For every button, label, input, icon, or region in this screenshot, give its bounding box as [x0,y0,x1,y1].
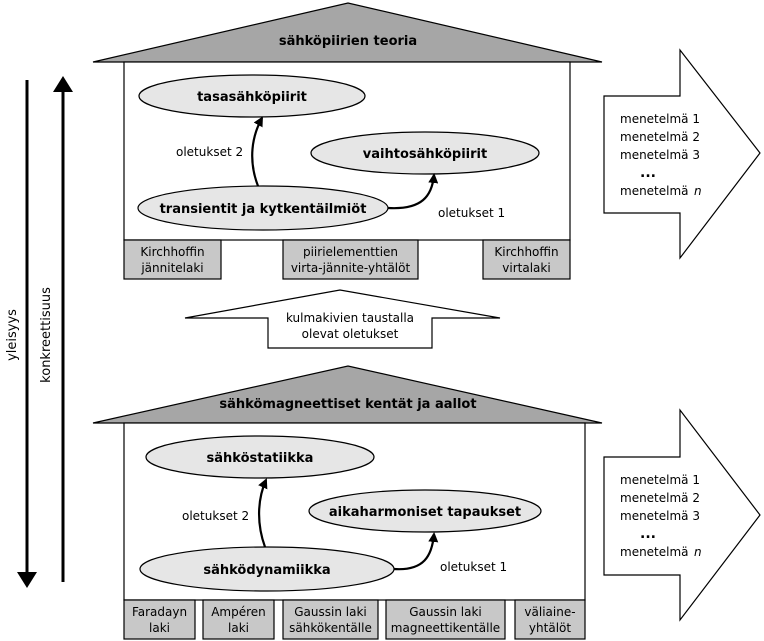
ellipse-tasasahkopiirit [138,74,366,118]
concreteness-arrow-head [53,76,73,92]
top-method-n-var: n [694,184,702,198]
bottom-pillar-4 [385,599,506,640]
top-pillar-2-line-1: piirielementtien [303,245,398,259]
ellipse-label-transientit: transientit ja kytkentäilmiöt [160,202,367,217]
bottom-methods-arrow: menetelmä 1 menetelmä 2 menetelmä 3 ... … [603,408,761,622]
axis-generality: yleisyys [5,80,37,588]
top-pillar-1 [123,239,222,280]
bottom-method-n-var: n [694,545,702,559]
top-methods-arrow-shape [603,48,761,260]
bottom-pillar-2-line-2: laki [228,621,249,635]
bottom-method-3: menetelmä 3 [620,509,700,523]
bottom-method-1: menetelmä 1 [620,473,700,487]
ellipse-label-tasasahkopiirit: tasasähköpiirit [197,90,307,105]
bottom-pillar-4-line-2: magneettikentälle [391,621,500,635]
axis-concreteness: konkreettisuus [39,76,73,582]
middle-up-arrow: kulmakivien taustalla olevat oletukset [184,289,501,349]
ellipse-vaihtosahkopiirit [310,131,540,175]
bottom-pillar-1-line-2: laki [149,621,170,635]
top-pillar-3 [482,239,571,280]
top-pillar-1-line-1: Kirchhoffin [140,245,204,259]
top-method-1: menetelmä 1 [620,112,700,126]
bottom-pillar-5 [514,599,586,640]
bottom-pillar-5-line-1: väliaine- [524,605,575,619]
top-assumption-2-label: oletukset 2 [176,145,243,159]
bottom-pillar-5-line-2: yhtälöt [529,621,571,635]
bottom-pillar-2 [202,599,275,640]
top-pillar-1-line-2: jännitelaki [140,261,203,275]
bottom-methods-arrow-shape [603,408,761,622]
top-method-2: menetelmä 2 [620,130,700,144]
ellipse-label-sahkodynamiikka: sähködynamiikka [203,563,330,578]
bottom-pillar-3-line-2: sähkökentälle [289,621,372,635]
bottom-pillar-4-line-1: Gaussin laki [409,605,482,619]
bottom-assumption-1-arrow [393,532,439,571]
bottom-roof [92,365,603,424]
bottom-assumption-1-label: oletukset 1 [440,560,507,574]
bottom-roof-title: sähkömagneettiset kentät ja aallot [219,397,476,412]
middle-arrow-line-1: kulmakivien taustalla [286,311,414,325]
generality-arrow-head [17,572,37,588]
ellipse-sahkostatiikka [145,435,375,479]
middle-arrow-line-2: olevat oletukset [302,327,399,341]
bottom-pillar-1-line-1: Faradayn [132,605,187,619]
bottom-method-2: menetelmä 2 [620,491,700,505]
bottom-method-n-label: menetelmä [620,545,689,559]
middle-up-arrow-shape [184,289,501,349]
top-method-n-label: menetelmä [620,184,689,198]
bottom-house: sähkömagneettiset kentät ja aallot sähkö… [92,365,603,640]
bottom-pillar-2-line-1: Ampéren [211,605,266,619]
bottom-pillar-3-line-1: Gaussin laki [294,605,367,619]
top-pillar-2 [282,239,419,280]
ellipse-aikaharmoniset [308,489,542,533]
top-assumption-2-arrow [251,116,263,187]
ellipse-label-vaihtosahkopiirit: vaihtosähköpiirit [363,147,487,162]
bottom-pillar-1 [123,599,196,640]
ellipse-label-aikaharmoniset: aikaharmoniset tapaukset [329,505,521,520]
bottom-assumption-2-label: oletukset 2 [182,509,249,523]
top-roof [92,2,603,63]
top-assumption-1-arrow [387,173,439,210]
top-pillar-3-line-1: Kirchhoffin [494,245,558,259]
top-house: sähköpiirien teoria tasasähköpiirit vaih… [92,2,603,280]
top-pillar-2-line-2: virta-jännite-yhtälöt [291,261,411,275]
top-methods-arrow: menetelmä 1 menetelmä 2 menetelmä 3 ... … [603,48,761,260]
top-roof-title: sähköpiirien teoria [279,34,417,49]
bottom-method-ellipsis: ... [640,526,656,542]
top-assumption-1-label: oletukset 1 [438,206,505,220]
top-method-ellipsis: ... [640,165,656,181]
ellipse-label-sahkostatiikka: sähköstatiikka [207,451,314,466]
concreteness-label: konkreettisuus [39,287,54,383]
generality-label: yleisyys [5,309,20,361]
bottom-pillar-3 [282,599,379,640]
top-pillar-3-line-2: virtalaki [502,261,550,275]
bottom-assumption-2-arrow [257,478,268,548]
top-method-3: menetelmä 3 [620,148,700,162]
